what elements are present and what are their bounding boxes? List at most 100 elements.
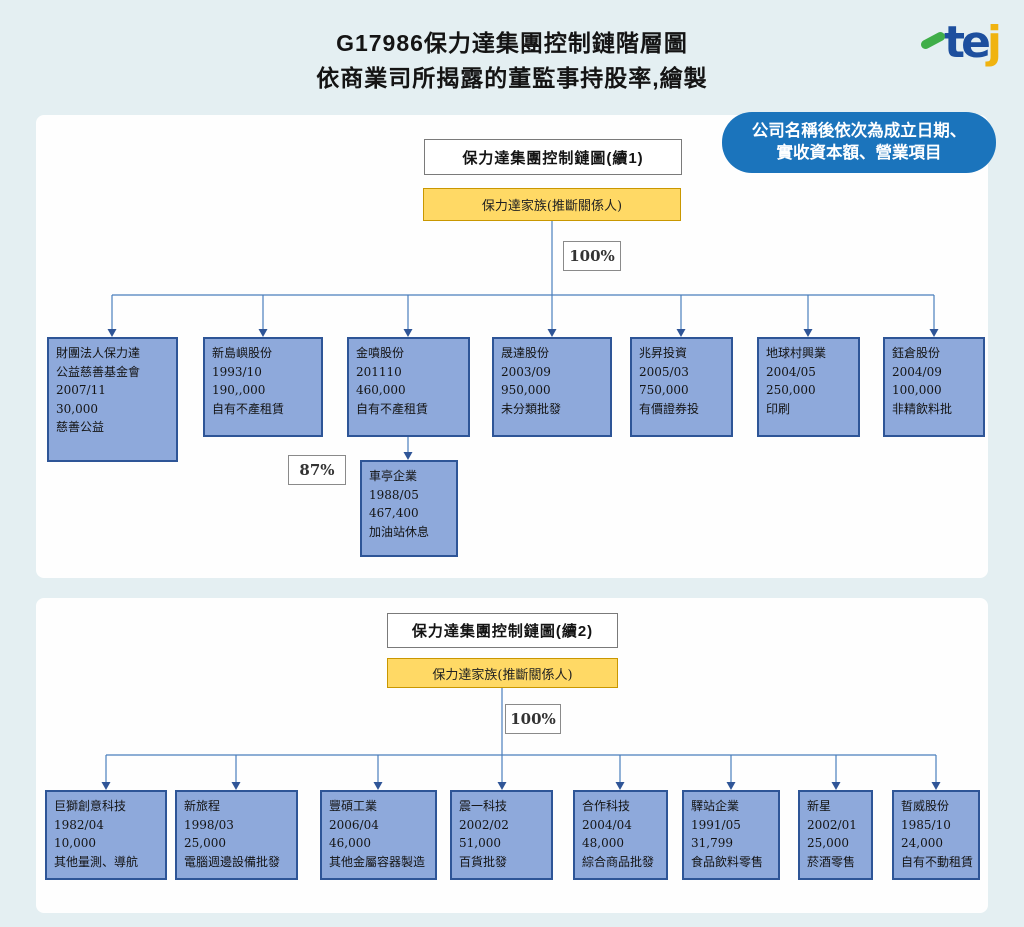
company-box-line: 2004/04 [582,817,632,832]
ownership-pct-label: 100% [505,704,561,734]
company-box-line: 財團法人保力達 [56,346,141,360]
company-box-line: 2004/09 [892,364,942,379]
company-box-line: 201110 [356,364,402,379]
note-bubble: 公司名稱後依次為成立日期、 實收資本額、營業項目 [722,112,996,173]
company-box-line: 自有不產租賃 [212,401,285,416]
company-box-line: 食品飲料零售 [691,854,764,869]
company-box-line: 467,400 [369,506,419,521]
company-box-line: 25,000 [184,836,226,851]
company-box-line: 1991/05 [691,817,741,832]
company-box-line: 巨獅創意科技 [54,799,127,813]
company-box-line: 百貨批發 [459,854,508,869]
company-box-line: 綜合商品批發 [582,854,655,869]
company-box-line: 1998/03 [184,817,234,832]
company-box-line: 46,000 [329,836,371,851]
company-box-line: 有價證券投 [639,401,700,416]
tej-logo: t e j [919,16,1002,68]
note-bubble-line2: 實收資本額、營業項目 [776,144,942,163]
company-box-line: 自有不產租賃 [356,401,429,416]
company-box: 晟達股份 2003/09 950,000 未分類批發 [492,337,612,437]
company-box-line: 2006/04 [329,817,379,832]
company-box: 鈺倉股份 2004/09 100,000 非精飲料批 [883,337,985,437]
company-box: 兆昇投資 2005/03 750,000 有價證券投 [630,337,733,437]
company-box: 合作科技 2004/04 48,000 綜合商品批發 [573,790,668,880]
company-box-line: 2007/11 [56,383,106,398]
company-box-line: 地球村興業 [766,346,827,360]
company-box-line: 30,000 [56,401,98,416]
company-box-line: 印刷 [766,401,791,416]
company-box-line: 1993/10 [212,364,262,379]
ownership-pct-label: 87% [288,455,346,485]
page-title-line1: G17986保力達集團控制鏈階層圖 [336,30,688,56]
family-root-box: 保力達家族(推斷關係人) [423,188,681,221]
company-box-line: 非精飲料批 [892,401,953,416]
company-box-line: 750,000 [639,383,689,398]
company-box-line: 1985/10 [901,817,951,832]
company-box: 震一科技 2002/02 51,000 百貨批發 [450,790,553,880]
company-box-line: 10,000 [54,836,96,851]
company-box-line: 慈善公益 [56,420,105,435]
company-box-line: 合作科技 [582,799,631,813]
company-box-subsidiary: 車亭企業 1988/05 467,400 加油站休息 [360,460,458,557]
panel-chain-part1: 保力達集團控制鏈圖(續1) 保力達家族(推斷關係人) 100% 財團法人保力達公… [36,115,988,578]
company-box: 金噴股份 201110 460,000 自有不產租賃 [347,337,470,437]
connector-lines-panel1 [107,221,939,460]
company-box-line: 100,000 [892,383,942,398]
page-title-line2: 依商業司所揭露的董監事持股率,繪製 [316,64,708,91]
company-box-line: 2005/03 [639,364,689,379]
diagram-title-box: 保力達集團控制鏈圖(續1) [424,139,682,175]
panel-chain-part2: 保力達集團控制鏈圖(續2) 保力達家族(推斷關係人) 100% 巨獅創意科技 19… [36,598,988,913]
company-box-line: 其他量測、導航 [54,854,139,869]
note-bubble-line1: 公司名稱後依次為成立日期、 [751,122,967,140]
company-box-line: 晢威股份 [901,799,950,813]
company-box: 巨獅創意科技 1982/04 10,000 其他量測、導航 [45,790,167,880]
logo-letter-t: t [944,16,965,68]
company-box-line: 兆昇投資 [639,346,688,360]
company-box-line: 震一科技 [459,799,508,813]
company-box: 驛站企業 1991/05 31,799 食品飲料零售 [682,790,780,880]
company-box-line: 950,000 [501,383,551,398]
logo-letter-j: j [986,16,1002,68]
connector-lines-panel2 [101,688,941,790]
company-box-line: 1988/05 [369,487,419,502]
company-box-line: 460,000 [356,383,406,398]
company-box-line: 24,000 [901,836,943,851]
company-box-line: 48,000 [582,836,624,851]
company-box-line: 2002/01 [807,817,857,832]
company-box-line: 車亭企業 [369,469,418,483]
page-title: G17986保力達集團控制鏈階層圖 依商業司所揭露的董監事持股率,繪製 [0,26,1024,95]
diagram-title-box: 保力達集團控制鏈圖(續2) [387,613,618,648]
company-box-line: 電腦週邊設備批發 [184,854,281,869]
company-box-line: 新旅程 [184,799,221,813]
company-box: 新星 2002/01 25,000 菸酒零售 [798,790,873,880]
company-box-line: 驛站企業 [691,799,740,813]
company-box-line: 31,799 [691,836,733,851]
company-box-line: 菸酒零售 [807,854,856,869]
company-box-foundation: 財團法人保力達公益慈善基金會 2007/11 30,000 慈善公益 [47,337,178,462]
company-box-line: 2004/05 [766,364,816,379]
company-box-line: 鈺倉股份 [892,346,941,360]
company-box: 地球村興業 2004/05 250,000 印刷 [757,337,860,437]
company-box-line: 新星 [807,799,832,813]
company-box-line: 25,000 [807,836,849,851]
company-box-line: 晟達股份 [501,346,550,360]
company-box: 新旅程 1998/03 25,000 電腦週邊設備批發 [175,790,298,880]
company-box-line: 金噴股份 [356,346,405,360]
company-box-line: 2003/09 [501,364,551,379]
company-box-line: 其他金屬容器製造 [329,854,426,869]
company-box-line: 51,000 [459,836,501,851]
company-box-line: 未分類批發 [501,401,562,416]
company-box-line: 公益慈善基金會 [56,364,141,379]
company-box: 新島嶼股份 1993/10 190,,000 自有不產租賃 [203,337,323,437]
family-root-box: 保力達家族(推斷關係人) [387,658,618,688]
company-box-line: 250,000 [766,383,816,398]
company-box-line: 2002/02 [459,817,509,832]
company-box-line: 1982/04 [54,817,104,832]
ownership-pct-label: 100% [563,241,621,271]
company-box-line: 加油站休息 [369,524,430,539]
company-box-line: 新島嶼股份 [212,346,273,360]
company-box-line: 190,,000 [212,383,266,398]
